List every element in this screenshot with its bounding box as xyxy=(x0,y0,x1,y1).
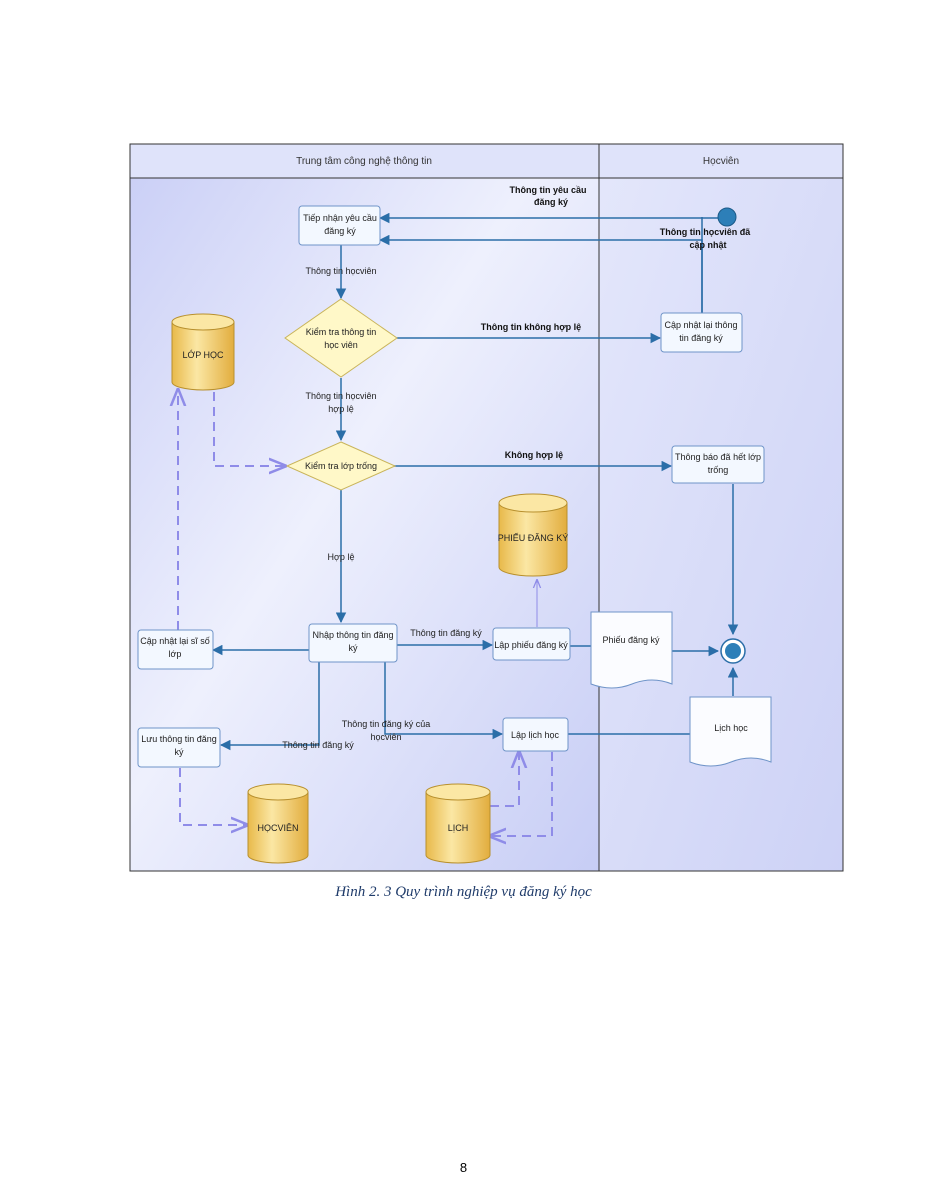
start-circle xyxy=(717,207,737,227)
flow-label-no-class: Không hợp lệ xyxy=(505,450,563,460)
start-node xyxy=(701,207,737,313)
database-label: HỌCVIÊN xyxy=(257,823,298,833)
process-luu-thong-tin: Lưu thông tin đăng ký xyxy=(137,727,221,768)
documents: Phiếu đăng ký Lịch học xyxy=(590,611,772,767)
flow-label-valid-info: Thông tin họcviên xyxy=(305,391,376,401)
process-cap-nhat-si-so: Cập nhật lại sĩ số lớp xyxy=(137,629,214,670)
process-label: trống xyxy=(708,465,729,475)
process-lap-phieu: Lập phiếu đăng ký xyxy=(492,627,571,661)
process-lap-lich: Lập lịch học xyxy=(502,717,569,752)
database-lich: LỊCH xyxy=(425,783,491,864)
database-lop-hoc: LỚP HỌC xyxy=(171,313,235,391)
dash-class-to-check xyxy=(213,392,285,466)
flow-to-schedule xyxy=(384,662,504,740)
flow-label-request: Thông tin yêu cầu xyxy=(509,185,586,195)
lane-right-title: Họcviên xyxy=(703,156,739,167)
lane-left-title: Trung tâm công nghệ thông tin xyxy=(296,156,432,167)
decision-kiem-tra-thong-tin: Kiểm tra thông tin học viên xyxy=(284,298,398,378)
process-nhap-thong-tin: Nhập thông tin đăng ký xyxy=(308,623,398,663)
flow-label-valid: Hợp lệ xyxy=(328,552,355,562)
lane-right-header xyxy=(598,143,844,179)
flow-label-request: đăng ký xyxy=(534,197,568,207)
process-label: tin đăng ký xyxy=(679,333,723,343)
end-node xyxy=(720,638,746,664)
flow-label-student-info: Thông tin họcviên xyxy=(305,266,376,276)
document-label: Lịch học xyxy=(714,723,748,733)
process-boxes: Tiếp nhận yêu cầu đăng ký Cập nhật lại t… xyxy=(137,205,765,768)
process-label: Thông báo đã hết lớp xyxy=(675,452,761,462)
end-circle-inner xyxy=(725,643,741,659)
solid-flows xyxy=(211,212,739,751)
process-label: Cập nhật lại sĩ số xyxy=(140,636,210,646)
process-label: đăng ký xyxy=(324,226,356,236)
database-hoc-vien: HỌCVIÊN xyxy=(247,783,309,864)
decision-kiem-tra-lop: Kiểm tra lớp trống xyxy=(285,441,397,491)
databases: LỚP HỌC PHIẾU ĐĂNG KÝ HỌCVIÊN LỊCH xyxy=(171,313,569,864)
flow-labels: Thông tin yêu cầu đăng ký Thông tin họcv… xyxy=(282,185,751,750)
database-phieu-dang-ky: PHIẾU ĐĂNG KÝ xyxy=(498,493,569,577)
database-label: LỚP HỌC xyxy=(182,350,224,360)
flow-label-registration-info: Thông tin đăng ký xyxy=(410,628,482,638)
decisions: Kiểm tra thông tin học viên Kiểm tra lớp… xyxy=(284,298,398,491)
process-cap-nhat-lai: Cập nhật lại thông tin đăng ký xyxy=(660,312,743,353)
flow-to-save xyxy=(219,662,320,751)
decision-label: học viên xyxy=(324,340,358,350)
figure-caption: Hình 2. 3 Quy trình nghiệp vụ đăng ký họ… xyxy=(335,884,592,900)
process-thong-bao: Thông báo đã hết lớp trống xyxy=(671,445,765,484)
database-label: LỊCH xyxy=(448,823,469,833)
registration-process-diagram: Trung tâm công nghệ thông tin Họcviên xyxy=(129,143,844,872)
decision-label: Kiểm tra thông tin xyxy=(306,327,377,337)
flow-label-student-registration: họcviên xyxy=(370,732,401,742)
process-label: Tiếp nhận yêu cầu xyxy=(303,213,377,223)
dash-save-to-student xyxy=(179,768,247,825)
document-phieu-dang-ky: Phiếu đăng ký xyxy=(590,611,673,689)
process-label: Cập nhật lại thông xyxy=(664,320,737,330)
swimlanes: Trung tâm công nghệ thông tin Họcviên xyxy=(129,143,844,872)
process-label: Lập lịch học xyxy=(511,730,560,740)
page-number: 8 xyxy=(459,1160,468,1175)
document-lich-hoc: Lịch học xyxy=(689,696,772,767)
flow-label-save-info: Thông tin đăng ký xyxy=(282,740,354,750)
flow-label-student-registration: Thông tin đăng ký của xyxy=(342,719,431,729)
dashed-flows xyxy=(178,390,553,836)
flow-label-invalid-info: Thông tin không hợp lệ xyxy=(481,322,581,332)
lane-left-header xyxy=(129,143,600,179)
dash-schedule-to-lich xyxy=(490,752,553,836)
process-label: Lập phiếu đăng ký xyxy=(494,640,568,650)
process-label: Nhập thông tin đăng xyxy=(312,630,393,640)
process-label: ký xyxy=(349,643,359,653)
flow-label-valid-info: hợp lệ xyxy=(328,404,353,414)
process-tiep-nhan: Tiếp nhận yêu cầu đăng ký xyxy=(298,205,381,246)
flow-label-updated: Thông tin họcviên đã xyxy=(660,227,751,237)
database-label: PHIẾU ĐĂNG KÝ xyxy=(498,533,569,543)
process-label: lớp xyxy=(169,649,182,659)
document-label: Phiếu đăng ký xyxy=(602,635,660,645)
dash-lich-to-schedule xyxy=(490,752,519,807)
decision-label: Kiểm tra lớp trống xyxy=(305,461,377,471)
flow-label-updated: cập nhật xyxy=(689,240,726,250)
process-label: ký xyxy=(175,747,185,757)
process-label: Lưu thông tin đăng xyxy=(141,734,217,744)
